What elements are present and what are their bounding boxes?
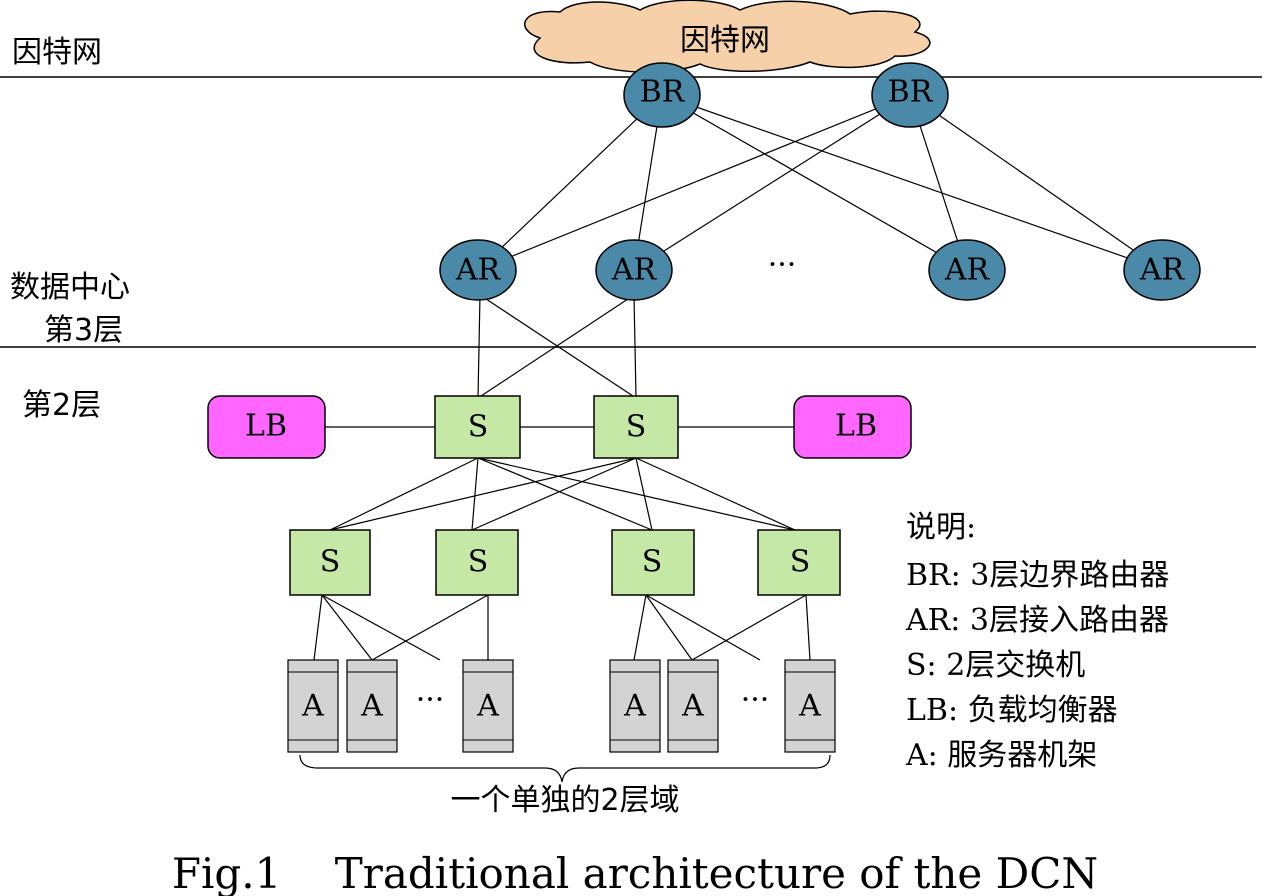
ar-router-3: AR — [928, 239, 1006, 301]
domain-brace — [299, 754, 831, 783]
svg-text:S: S — [626, 410, 647, 445]
legend-title: 说明: — [906, 510, 976, 545]
svg-text:A: A — [681, 689, 704, 724]
svg-text:BR: BR — [888, 75, 934, 110]
svg-text:AR: AR — [944, 253, 991, 288]
server-rack: A — [667, 659, 719, 753]
ar-router-1: AR — [439, 239, 517, 301]
rack-ellipsis-1: ··· — [416, 683, 445, 718]
dc-layer3-label-line2: 第3层 — [44, 313, 123, 348]
svg-text:S: S — [642, 545, 663, 580]
domain-label: 一个单独的2层域 — [450, 783, 679, 818]
svg-text:A: A — [798, 689, 821, 724]
figure-caption: Fig.1 Traditional architecture of the DC… — [172, 849, 1098, 896]
ar-s-links — [477, 294, 637, 399]
legend-item-s: S: 2层交换机 — [906, 648, 1085, 683]
layer2-label: 第2层 — [22, 388, 101, 423]
load-balancer-left: LB — [207, 395, 326, 459]
legend-item-a: A: 服务器机架 — [905, 738, 1097, 773]
server-rack: A — [462, 659, 514, 753]
br-ar-links — [477, 94, 1163, 271]
s-agg-access-links — [329, 457, 796, 531]
s-rack-links — [313, 594, 811, 661]
dc-layer3-label-line1: 数据中心 — [10, 270, 130, 305]
svg-text:AR: AR — [455, 253, 502, 288]
svg-text:LB: LB — [245, 409, 287, 444]
br-router-1: BR — [623, 62, 701, 128]
svg-text:BR: BR — [640, 75, 686, 110]
internet-layer-label: 因特网 — [12, 35, 102, 70]
svg-text:LB: LB — [835, 409, 877, 444]
rack-ellipsis-2: ··· — [741, 683, 770, 718]
cloud-label: 因特网 — [680, 23, 770, 58]
ar-router-4: AR — [1123, 239, 1201, 301]
legend-item-lb: LB: 负载均衡器 — [906, 693, 1118, 728]
svg-text:AR: AR — [1139, 253, 1186, 288]
legend-item-ar: AR: 3层接入路由器 — [905, 603, 1169, 638]
svg-text:A: A — [623, 689, 646, 724]
svg-text:S: S — [320, 545, 341, 580]
svg-text:A: A — [360, 689, 383, 724]
agg-switch-2: S — [593, 395, 679, 459]
access-switch-1: S — [289, 529, 371, 596]
access-switch-3: S — [611, 529, 695, 596]
svg-text:S: S — [790, 545, 811, 580]
svg-text:A: A — [476, 689, 499, 724]
server-rack: A — [609, 659, 661, 753]
svg-text:A: A — [301, 689, 324, 724]
svg-text:S: S — [468, 545, 489, 580]
access-switch-2: S — [435, 529, 519, 596]
ar-ellipsis: ··· — [768, 248, 797, 283]
load-balancer-right: LB — [793, 395, 912, 459]
legend: 说明: BR: 3层边界路由器 AR: 3层接入路由器 S: 2层交换机 LB:… — [905, 510, 1169, 773]
legend-item-br: BR: 3层边界路由器 — [906, 558, 1169, 593]
server-rack: A — [346, 659, 398, 753]
ar-router-2: AR — [595, 239, 673, 301]
server-rack: A — [287, 659, 339, 753]
server-rack: A — [784, 659, 836, 753]
agg-switch-1: S — [434, 395, 521, 459]
svg-text:S: S — [468, 410, 489, 445]
svg-text:AR: AR — [611, 253, 658, 288]
access-switch-4: S — [757, 529, 841, 596]
br-router-2: BR — [871, 62, 949, 128]
